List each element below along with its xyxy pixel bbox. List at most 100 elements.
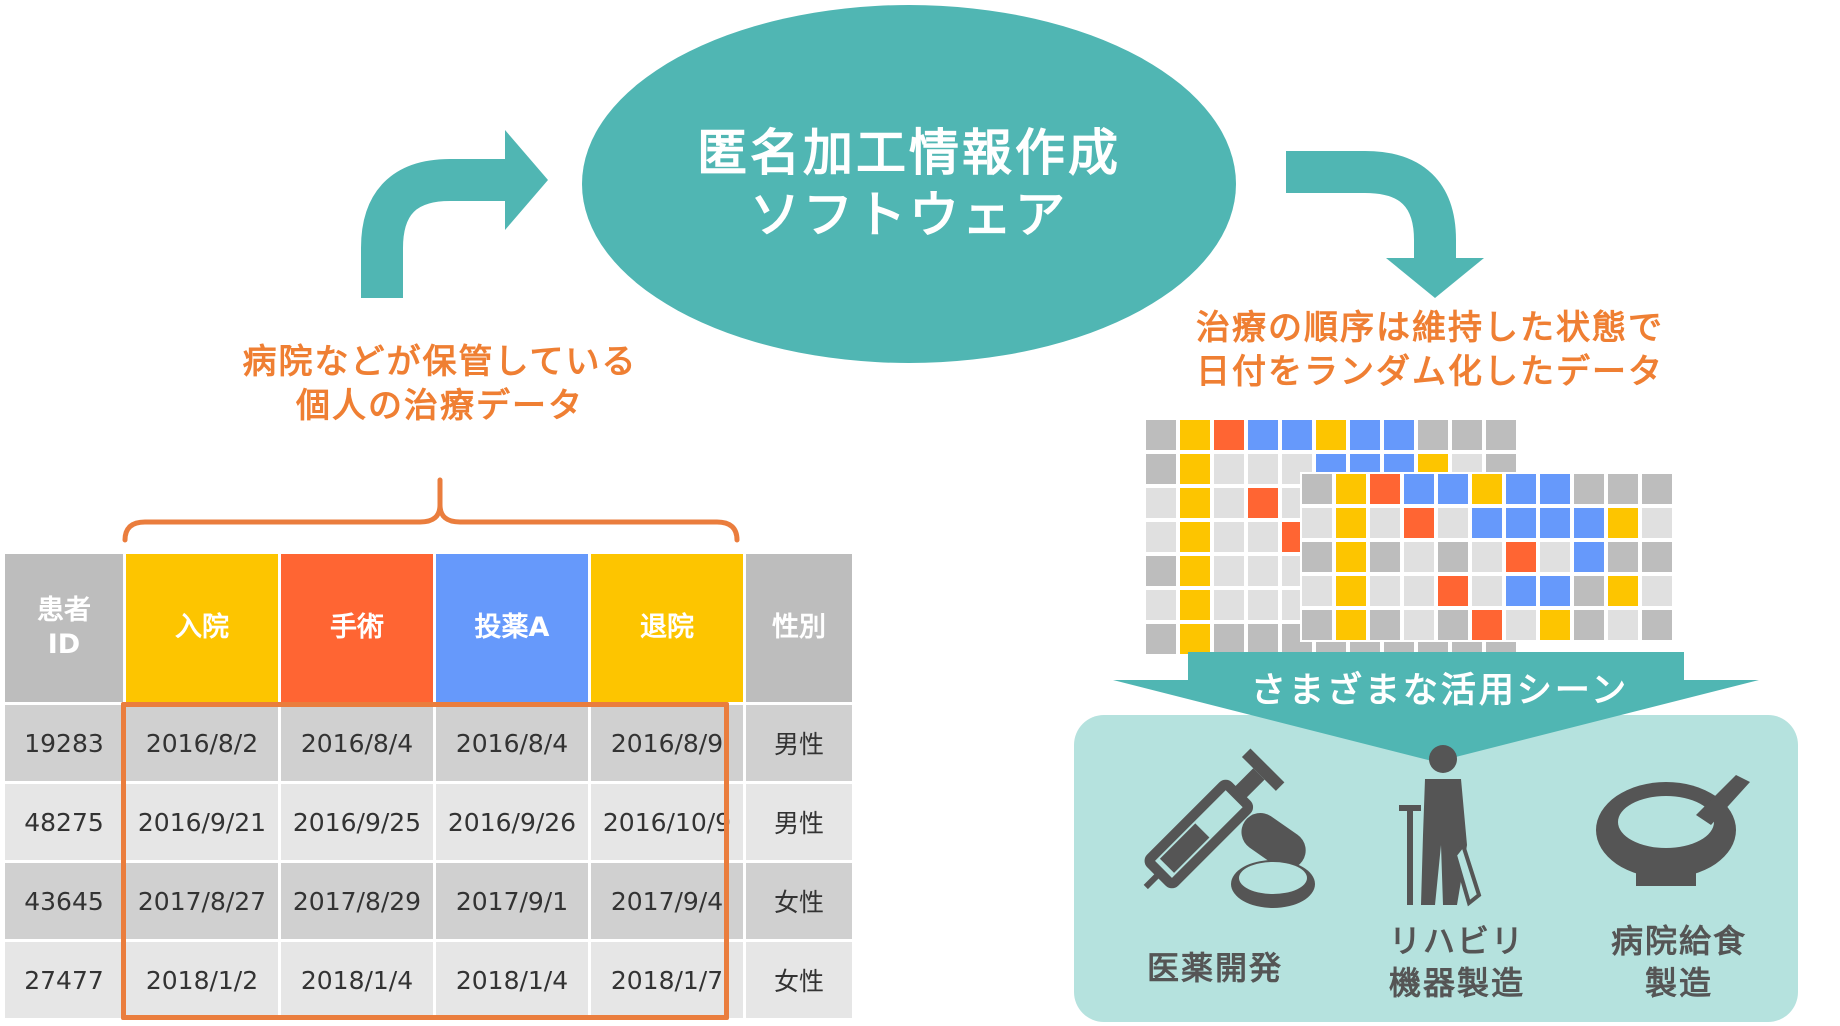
grid-cell — [1472, 576, 1502, 606]
cell-admit: 2018/1/2 — [126, 942, 278, 1018]
grid-cell — [1214, 488, 1244, 518]
cell-discharge: 2017/9/4 — [591, 863, 743, 939]
header-patient-id: 患者 ID — [5, 554, 123, 702]
grid-cell — [1248, 522, 1278, 552]
cell-sex: 女性 — [746, 942, 852, 1018]
grid-cell — [1404, 542, 1434, 572]
grid-cell — [1486, 420, 1516, 450]
use-drug-development: 医薬開発 — [1146, 949, 1283, 987]
grid-cell — [1540, 542, 1570, 572]
grid-cell — [1146, 420, 1176, 450]
grid-cell — [1146, 522, 1176, 552]
grid-cell — [1302, 474, 1332, 504]
cell-surgery: 2016/8/4 — [281, 705, 433, 781]
grid-cell — [1384, 420, 1414, 450]
use-cases-banner — [1113, 652, 1759, 762]
use-rehab-line2: 機器製造 — [1388, 964, 1525, 1002]
grid-cell — [1336, 474, 1366, 504]
grid-cell — [1282, 420, 1312, 450]
grid-cell — [1146, 590, 1176, 620]
grid-cell — [1642, 474, 1672, 504]
grid-cell — [1506, 542, 1536, 572]
table-row: 43645 2017/8/27 2017/8/29 2017/9/1 2017/… — [5, 863, 852, 939]
use-rehab-line1: リハビリ — [1388, 922, 1525, 960]
grid-cell — [1608, 474, 1638, 504]
table-row: 27477 2018/1/2 2018/1/4 2018/1/4 2018/1/… — [5, 942, 852, 1018]
grid-cell — [1302, 576, 1332, 606]
left-caption-line2: 個人の治療データ — [296, 386, 584, 426]
grid-cell — [1540, 508, 1570, 538]
syringe-pills-icon — [1143, 748, 1315, 908]
cell-id: 27477 — [5, 942, 123, 1018]
grid-cell — [1438, 576, 1468, 606]
curly-brace-icon — [122, 477, 740, 543]
grid-cell — [1370, 508, 1400, 538]
grid-cell — [1214, 590, 1244, 620]
grid-cell — [1642, 610, 1672, 640]
grid-cell — [1540, 576, 1570, 606]
grid-cell — [1438, 508, 1468, 538]
grid-cell — [1642, 576, 1672, 606]
grid-cell — [1506, 576, 1536, 606]
grid-cell — [1214, 522, 1244, 552]
grid-cell — [1370, 542, 1400, 572]
software-title-line1: 匿名加工情報作成 — [697, 124, 1121, 182]
grid-cell — [1404, 576, 1434, 606]
grid-cell — [1336, 542, 1366, 572]
grid-cell — [1642, 508, 1672, 538]
cell-surgery: 2018/1/4 — [281, 942, 433, 1018]
table-row: 48275 2016/9/21 2016/9/25 2016/9/26 2016… — [5, 784, 852, 860]
left-caption: 病院などが保管している 個人の治療データ — [200, 340, 680, 428]
grid-cell — [1248, 488, 1278, 518]
cell-drug: 2016/9/26 — [436, 784, 588, 860]
arrow-down-icon — [1286, 151, 1484, 298]
cell-id: 48275 — [5, 784, 123, 860]
grid-cell — [1404, 508, 1434, 538]
grid-cell — [1438, 610, 1468, 640]
header-admit: 入院 — [126, 554, 278, 702]
grid-cell — [1506, 474, 1536, 504]
date-highlight-box — [121, 702, 729, 1020]
cell-drug: 2018/1/4 — [436, 942, 588, 1018]
grid-cell — [1574, 576, 1604, 606]
grid-cell — [1438, 474, 1468, 504]
grid-cell — [1370, 610, 1400, 640]
header-drug: 投薬A — [436, 554, 588, 702]
bowl-icon — [1596, 775, 1750, 886]
grid-cell — [1180, 624, 1210, 654]
grid-cell — [1472, 542, 1502, 572]
cell-admit: 2016/9/21 — [126, 784, 278, 860]
grid-cell — [1248, 624, 1278, 654]
grid-cell — [1336, 508, 1366, 538]
grid-cell — [1350, 420, 1380, 450]
left-caption-line1: 病院などが保管している — [242, 342, 638, 382]
grid-cell — [1248, 590, 1278, 620]
grid-cell — [1180, 454, 1210, 484]
use-meals-line1: 病院給食 — [1610, 922, 1747, 960]
grid-cell — [1506, 508, 1536, 538]
grid-cell — [1302, 610, 1332, 640]
grid-cell — [1574, 474, 1604, 504]
grid-cell — [1302, 542, 1332, 572]
grid-cell — [1214, 624, 1244, 654]
grid-cell — [1146, 454, 1176, 484]
grid-cell — [1248, 454, 1278, 484]
arrow-up-right-icon — [361, 130, 548, 298]
grid-cell — [1472, 610, 1502, 640]
grid-cell — [1370, 474, 1400, 504]
header-id-line1: 患者 — [37, 595, 91, 626]
use-cases-title: さまざまな活用シーン — [1250, 671, 1630, 711]
grid-cell — [1404, 474, 1434, 504]
grid-cell — [1180, 590, 1210, 620]
table-row: 19283 2016/8/2 2016/8/4 2016/8/4 2016/8/… — [5, 705, 852, 781]
cell-surgery: 2016/9/25 — [281, 784, 433, 860]
cell-sex: 男性 — [746, 705, 852, 781]
grid-cell — [1608, 610, 1638, 640]
grid-cell — [1452, 420, 1482, 450]
grid-cell — [1370, 576, 1400, 606]
grid-cell — [1574, 542, 1604, 572]
cell-admit: 2016/8/2 — [126, 705, 278, 781]
right-caption-line2: 日付をランダム化したデータ — [1196, 352, 1664, 392]
grid-cell — [1574, 508, 1604, 538]
